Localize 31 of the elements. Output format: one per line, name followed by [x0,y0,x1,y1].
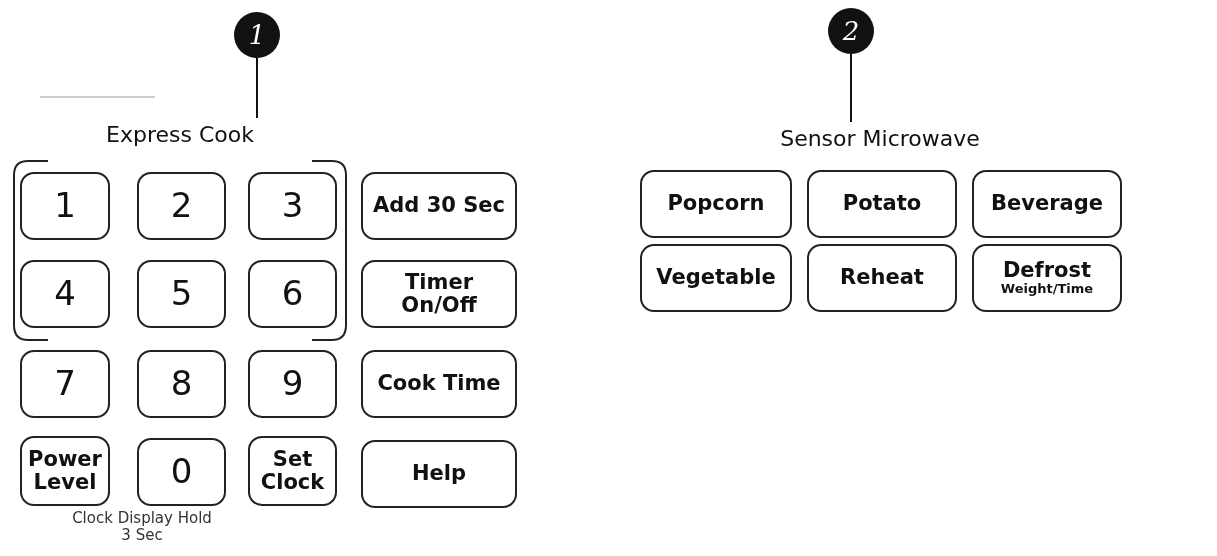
keypad-key: Potato [807,170,957,238]
keypad-key: Cook Time [361,350,517,418]
keypad-key: 4 [20,260,110,328]
keypad-key: Popcorn [640,170,792,238]
keypad-key: 2 [137,172,226,240]
keypad-key: Help [361,440,517,508]
keypad-key: 9 [248,350,337,418]
group-heading: Sensor Microwave [740,122,1020,154]
keypad-key: 7 [20,350,110,418]
key-label: Weight/Time [1000,282,1094,297]
leader-line [256,57,258,119]
callout-number: 2 [828,8,874,54]
keypad-key: Power Level [20,436,110,506]
keypad-key: Add 30 Sec [361,172,517,240]
keypad-key: 3 [248,172,337,240]
keypad-key: 8 [137,350,226,418]
key-caption: Clock Display Hold 3 Sec [72,510,212,545]
keypad-key: 1 [20,172,110,240]
keypad-key: Vegetable [640,244,792,312]
keypad-key: 0 [137,438,226,506]
leader-line [850,53,852,123]
keypad-key: Reheat [807,244,957,312]
keypad-key: 6 [248,260,337,328]
keypad-key: 5 [137,260,226,328]
keypad-key: Set Clock [248,436,337,506]
keypad-key: Timer On/Off [361,260,517,328]
group-heading: Express Cook [80,118,280,150]
callout-number: 1 [234,12,280,58]
keypad-key: Beverage [972,170,1122,238]
keypad-key [972,244,1122,312]
key-label: Defrost [1002,259,1092,283]
